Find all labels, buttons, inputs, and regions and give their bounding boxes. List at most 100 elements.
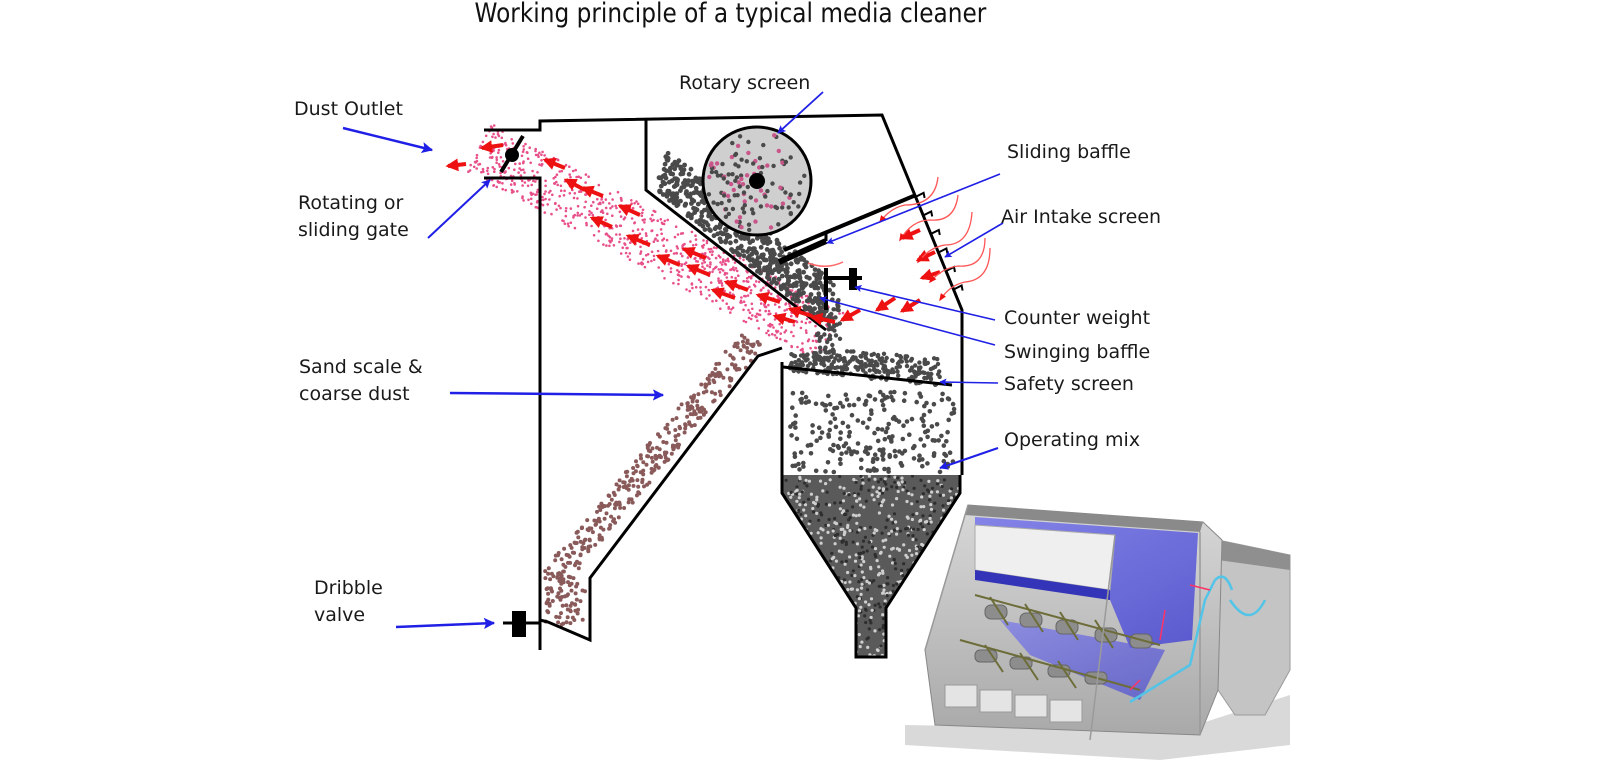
hopper-grain <box>890 503 895 507</box>
sand-particle <box>566 574 571 579</box>
dust-particle <box>616 190 620 194</box>
media-particle <box>858 353 863 359</box>
dust-particle <box>712 246 716 249</box>
dust-particle <box>501 182 504 185</box>
media-particle <box>904 354 910 359</box>
drum-particle <box>778 185 783 190</box>
hopper-grain <box>815 590 819 594</box>
dust-particle <box>615 206 618 210</box>
hopper-grain <box>922 505 926 509</box>
media-particle <box>855 418 861 423</box>
media-particle <box>769 255 774 260</box>
hopper-grain <box>919 505 923 509</box>
hopper-grain <box>935 482 940 486</box>
media-particle <box>802 282 808 288</box>
dust-particle <box>475 153 479 157</box>
dust-particle <box>650 229 654 232</box>
sand-particle <box>690 399 695 404</box>
media-particle <box>796 298 802 304</box>
dust-particle <box>588 210 591 213</box>
hopper-grain <box>927 612 932 616</box>
dust-particle <box>507 166 511 170</box>
dust-particle <box>711 270 714 274</box>
media-particle <box>740 248 746 254</box>
hopper-grain <box>901 608 905 612</box>
hopper-grain <box>841 604 845 609</box>
hopper-grain <box>797 496 801 500</box>
media-particle <box>777 252 783 258</box>
media-particle <box>723 239 728 245</box>
hopper-grain <box>859 475 863 478</box>
sand-particle <box>634 493 639 498</box>
hopper-grain <box>876 494 880 498</box>
hopper-grain <box>859 487 863 491</box>
dust-particle <box>751 314 754 317</box>
dust-particle <box>597 202 600 206</box>
media-particle <box>698 190 704 196</box>
hopper-grain <box>930 549 934 553</box>
hopper-grain <box>900 568 904 572</box>
dust-particle <box>604 198 608 201</box>
hopper-grain <box>836 611 840 615</box>
media-particle <box>702 227 708 233</box>
dust-particle <box>573 213 577 217</box>
media-particle <box>833 424 839 430</box>
media-particle <box>826 432 831 437</box>
media-particle <box>674 161 680 167</box>
dust-particle <box>663 277 666 280</box>
hopper-grain <box>865 588 870 592</box>
dust-particle <box>702 239 705 242</box>
sand-particle <box>566 580 570 585</box>
sand-particle <box>613 502 618 507</box>
dust-particle <box>743 294 746 298</box>
media-particle <box>897 449 902 454</box>
sand-particle <box>576 607 581 612</box>
dust-particle <box>711 250 714 253</box>
sand-particle <box>580 525 584 530</box>
dust-particle <box>552 177 555 180</box>
media-particle <box>807 361 813 366</box>
media-particle <box>833 315 838 320</box>
dust-particle <box>549 189 552 193</box>
dust-particle <box>801 301 805 304</box>
sand-particle <box>543 569 548 574</box>
hopper-grain <box>794 573 798 577</box>
hopper-grain <box>801 529 805 533</box>
media-particle <box>846 434 852 439</box>
dust-particle <box>749 289 753 292</box>
hopper-grain <box>798 492 802 496</box>
sand-particle <box>640 477 645 482</box>
airflow-arrow <box>445 158 467 172</box>
dust-particle <box>757 327 761 330</box>
media-particle <box>747 246 753 252</box>
hopper-grain <box>842 618 846 622</box>
sand-particle <box>631 471 636 476</box>
sand-particle <box>755 340 760 344</box>
hopper-grain <box>928 544 932 548</box>
media-particle <box>818 307 823 313</box>
media-particle <box>881 447 886 452</box>
dust-particle <box>535 201 539 204</box>
hopper-grain <box>912 582 916 586</box>
sand-particle <box>561 621 566 626</box>
hopper-grain <box>827 517 831 522</box>
media-particle <box>748 263 753 268</box>
hopper-grain <box>894 520 898 524</box>
hopper-grain <box>884 538 888 542</box>
dust-particle <box>709 261 712 264</box>
sand-particle <box>558 597 563 602</box>
dust-particle <box>631 229 635 233</box>
hopper-grain <box>869 615 873 620</box>
dust-particle <box>740 296 743 299</box>
dust-particle <box>725 302 728 306</box>
hopper-grain <box>873 547 878 551</box>
dust-particle <box>481 167 485 171</box>
media-particle <box>822 332 827 337</box>
dust-particle <box>528 146 531 149</box>
media-particle <box>695 201 701 207</box>
dust-particle <box>691 286 694 290</box>
hopper-grain <box>838 501 843 505</box>
media-particle <box>909 365 915 370</box>
dust-particle <box>611 205 614 208</box>
hopper-grain <box>865 579 869 584</box>
